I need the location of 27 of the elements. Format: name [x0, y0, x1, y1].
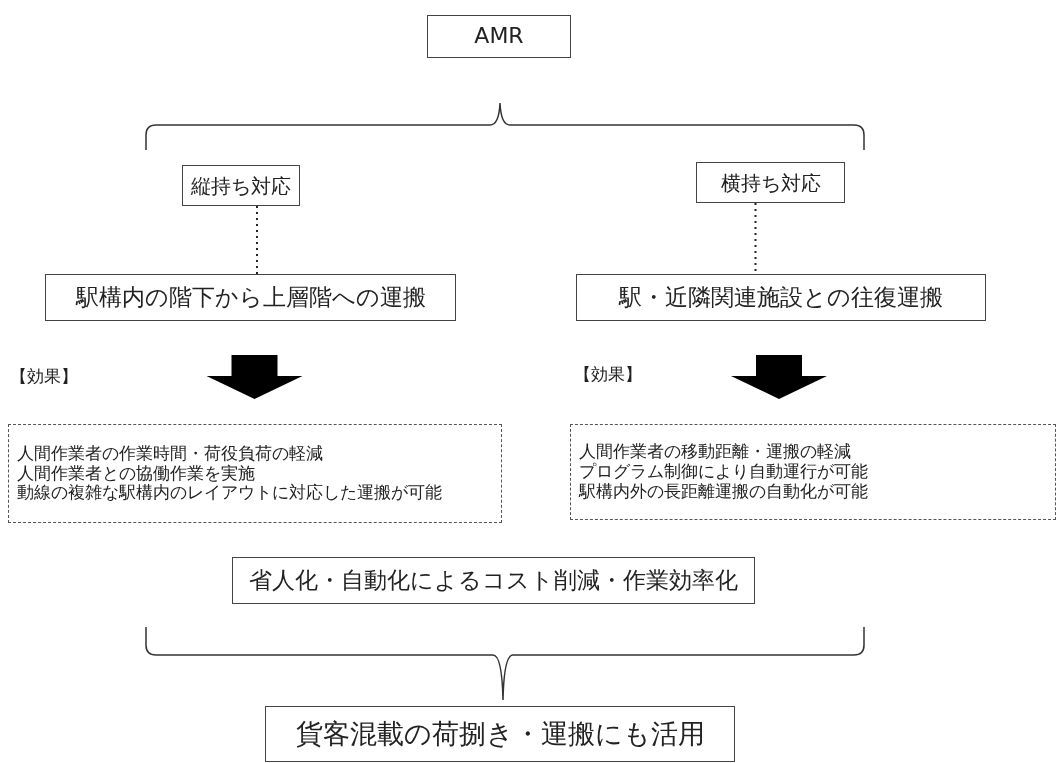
box-label: AMR: [474, 23, 524, 50]
process-box: [576, 274, 986, 321]
category-box: [182, 165, 300, 206]
box-label: 省人化・自動化によるコスト削減・作業効率化: [249, 566, 738, 595]
box-label: 駅・近隣関連施設との往復運搬: [619, 283, 943, 312]
effect-item: 人間作業者の作業時間・荷役負荷の軽減: [17, 443, 323, 464]
effect-item: プログラム制御により自動運行が可能: [579, 462, 868, 482]
result-box: [232, 557, 755, 604]
category-box: [696, 162, 845, 203]
block-arrow: [206, 355, 303, 399]
result-box: [265, 706, 735, 762]
box-label: 横持ち対応: [720, 170, 821, 195]
box-label: 貨客混載の荷捌き・運搬にも活用: [295, 717, 705, 751]
effect-item: 動線の複雑な駅構内のレイアウトに対応した運搬が可能: [17, 483, 442, 504]
effect-item: 人間作業者の移動距離・運搬の軽減: [579, 442, 851, 462]
effect-item: 駅構内外の長距離運搬の自動化が可能: [579, 481, 868, 502]
effect-heading: 【効果】: [10, 365, 78, 388]
box-label: 縦持ち対応: [191, 173, 291, 198]
effect-item: 人間作業者との協働作業を実施: [17, 463, 255, 484]
block-arrow: [731, 355, 827, 399]
process-box: [45, 274, 456, 321]
dotted-connector: [256, 205, 258, 275]
effects-list-box: [570, 424, 1056, 520]
box-label: 駅構内の階下から上層階への運搬: [75, 283, 426, 312]
title-box: [427, 15, 571, 58]
effect-heading: 【効果】: [574, 363, 642, 386]
effects-list-box: [8, 424, 502, 523]
